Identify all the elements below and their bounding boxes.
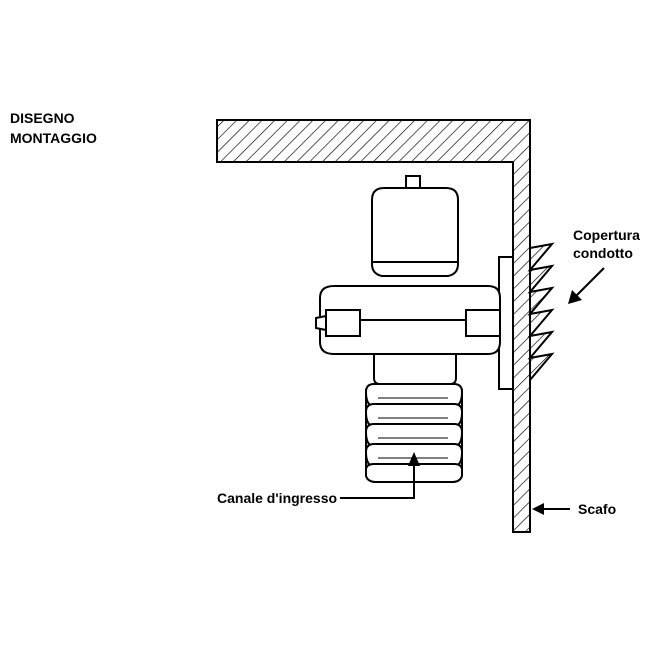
inlet-channel-leader: [340, 458, 415, 499]
hull-label: Scafo: [578, 501, 616, 517]
duct-cover-arrowhead: [568, 290, 582, 304]
fitting-lug-left-tab: [315, 314, 327, 332]
duct-cover-label-line2: condotto: [573, 245, 633, 261]
inlet-channel-hatch: [378, 397, 448, 459]
fitting-neck: [373, 353, 457, 385]
duct-cover-label-line1: Copertura: [573, 227, 640, 243]
diagram-title-line2: MONTAGGIO: [10, 130, 97, 146]
inlet-channel-arrowhead: [408, 452, 420, 466]
duct-cover-leader: [573, 267, 605, 299]
diagram-title-line1: DISEGNO: [10, 110, 75, 126]
hull-section: [216, 119, 531, 533]
inlet-channel-label: Canale d'ingresso: [217, 490, 337, 506]
duct-cover-louvers: [527, 242, 555, 383]
duct-cover-flange: [498, 256, 514, 390]
fitting-lug-right: [465, 309, 501, 337]
fitting-cap: [371, 187, 459, 277]
hull-arrowhead: [532, 503, 544, 515]
fitting-lug-left: [325, 309, 361, 337]
inlet-channel-threads: [364, 383, 464, 483]
